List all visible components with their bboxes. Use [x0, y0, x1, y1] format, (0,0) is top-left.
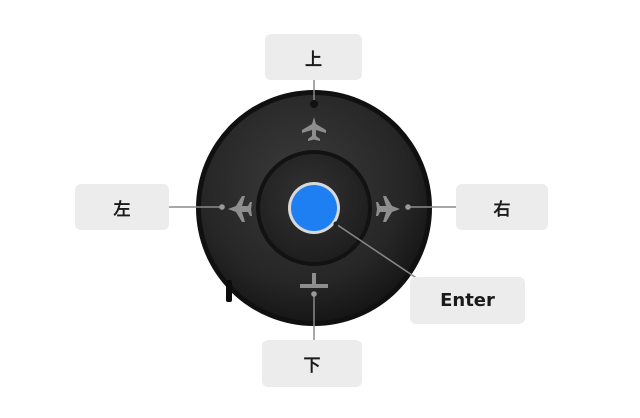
enter-button[interactable]: [291, 185, 337, 231]
label-left: 左: [75, 184, 169, 230]
connector-lines: [169, 80, 456, 340]
connector-dot-enter: [333, 221, 339, 227]
connector-dot-down: [311, 291, 317, 297]
label-down: 下: [262, 340, 362, 387]
connector-dot-right: [405, 204, 411, 210]
label-up: 上: [265, 34, 362, 80]
connector-dot-up: [310, 100, 318, 108]
runway-down-icon[interactable]: [300, 273, 328, 288]
airplane-left-icon[interactable]: [228, 196, 252, 222]
label-right: 右: [456, 184, 548, 230]
direction-icons: [228, 117, 400, 288]
connector-enter: [335, 223, 419, 280]
connector-dots: [219, 100, 411, 297]
side-button[interactable]: [226, 280, 232, 302]
airplane-right-icon[interactable]: [376, 196, 400, 222]
airplane-up-icon[interactable]: [302, 117, 326, 141]
label-enter: Enter: [410, 277, 525, 324]
connector-dot-left: [219, 204, 225, 210]
